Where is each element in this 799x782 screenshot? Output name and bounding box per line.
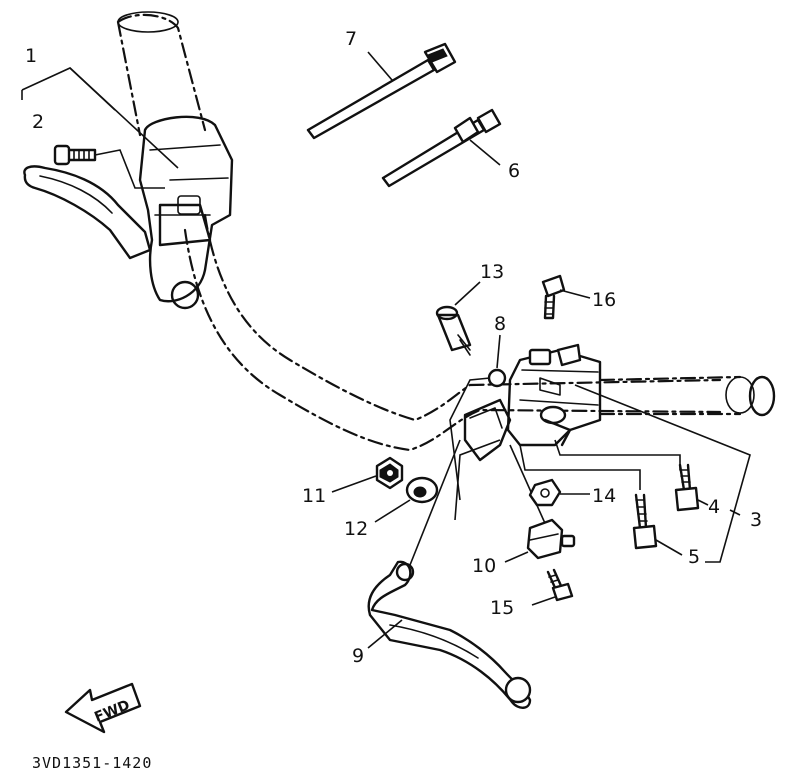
part-12-washer [374,476,439,523]
callout-15: 15 [490,597,514,619]
handlebar [183,213,776,452]
part-5-bolt [632,493,683,556]
part-4-bolt [674,463,709,512]
right-lever-holder [463,343,602,462]
callout-9: 9 [352,645,364,667]
part-11-nut [331,456,404,493]
callout-5: 5 [688,546,700,568]
callout-4: 4 [708,496,720,518]
callout-8: 8 [494,313,506,335]
part-8-pivot [487,334,507,388]
part-9-right-lever [367,560,532,709]
part-15-screw [531,568,574,606]
right-assembly-leaders [409,377,751,566]
part-1-left-holder [138,115,234,310]
fwd-arrow-icon: FWD [64,682,142,734]
part-7-cable-tie [306,42,457,140]
part-16-screw [541,274,591,320]
callout-6: 6 [508,160,520,182]
callout-11: 11 [302,485,326,507]
callout-13: 13 [480,261,504,283]
callout-10: 10 [472,555,496,577]
callout-1: 1 [25,45,37,67]
part-14-nut [528,478,590,507]
part-2-screw [53,144,165,189]
drawing-code: 3VD1351-1420 [32,754,152,772]
callout-7: 7 [345,28,357,50]
part-13-pivot-bolt [435,281,481,356]
callout-14: 14 [592,485,616,507]
left-grip [116,11,207,137]
leader-1 [21,67,179,169]
callout-3: 3 [750,509,762,531]
callout-16: 16 [592,289,616,311]
callouts: 1 2 3 4 5 6 7 8 9 10 11 12 13 14 15 16 [25,28,762,667]
part-10-switch [504,518,576,563]
left-lever [23,165,152,260]
callout-2: 2 [32,111,44,133]
callout-12: 12 [344,518,368,540]
part-6-cable-tie [381,108,502,188]
